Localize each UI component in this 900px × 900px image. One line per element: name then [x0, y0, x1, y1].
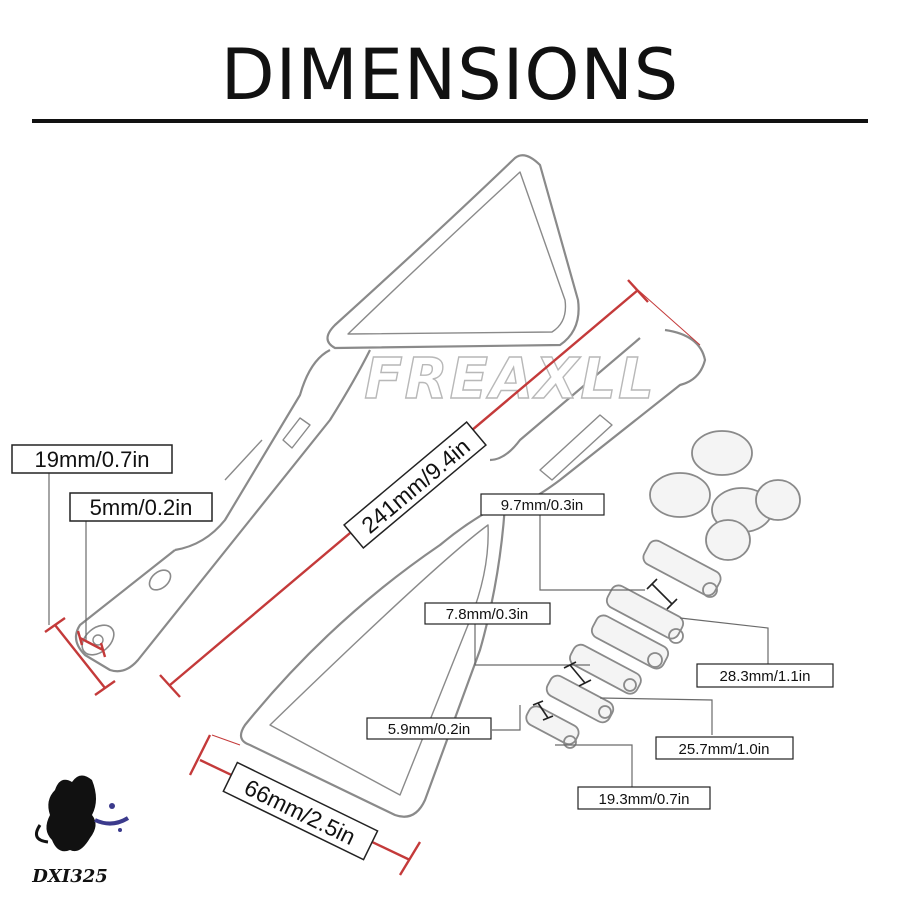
leader-bolt-large	[474, 622, 590, 666]
label-nut-diameter: 9.7mm/0.3in	[480, 493, 605, 516]
label-bolt-28: 28.3mm/1.1in	[696, 663, 834, 688]
mirror-lower-slot	[539, 414, 613, 481]
bolt-head-6	[563, 735, 577, 749]
mirror-upper-slot	[282, 417, 311, 449]
dim-stem-diameter-tick-1	[44, 617, 66, 633]
svg-text:7.8mm/0.3in: 7.8mm/0.3in	[446, 606, 529, 623]
bolt-head-4	[623, 678, 637, 692]
dim-hole-diameter-tick-2	[99, 642, 107, 658]
mirror-upper-slot-2	[224, 439, 263, 481]
brand-watermark: FREAXLL	[364, 347, 656, 412]
label-overall-length: 241mm/9.4in	[343, 421, 487, 549]
leader-bolt-small	[492, 705, 521, 731]
svg-text:5mm/0.2in: 5mm/0.2in	[90, 495, 193, 520]
leader-bolt-28	[679, 617, 769, 668]
label-width: 66mm/2.5in	[222, 761, 379, 861]
leader-bolt-25	[599, 697, 713, 735]
svg-text:241mm/9.4in: 241mm/9.4in	[356, 433, 475, 538]
cap-1	[691, 430, 753, 476]
mirror-lower-stem-2	[489, 337, 641, 462]
nut-1	[755, 479, 801, 521]
mirror-lower-head	[239, 503, 507, 818]
leader-lines	[48, 473, 769, 787]
cap-2	[649, 472, 711, 518]
mirror-upper-end-cap	[81, 624, 115, 656]
svg-text:19.3mm/0.7in: 19.3mm/0.7in	[599, 791, 690, 808]
label-bolt-19: 19.3mm/0.7in	[577, 786, 711, 810]
svg-text:66mm/2.5in: 66mm/2.5in	[240, 774, 359, 850]
dim-width-tick-1	[188, 734, 212, 776]
svg-text:25.7mm/1.0in: 25.7mm/1.0in	[679, 741, 770, 758]
bolt-head-1	[702, 582, 718, 598]
svg-text:5.9mm/0.2in: 5.9mm/0.2in	[388, 721, 471, 738]
label-stem-diameter: 19mm/0.7in	[11, 444, 173, 474]
label-bolt-small: 5.9mm/0.2in	[366, 717, 492, 740]
logo-text: DXI325	[31, 866, 108, 887]
mirror-upper-head-inner	[347, 171, 567, 335]
svg-text:19mm/0.7in: 19mm/0.7in	[35, 447, 150, 472]
mirror-upper-arm	[174, 349, 331, 552]
leader-nut-diameter	[539, 515, 645, 591]
inline-dim-markers	[532, 578, 678, 721]
svg-text:28.3mm/1.1in: 28.3mm/1.1in	[720, 668, 811, 685]
bolt-1	[642, 539, 722, 597]
dim-stem-diameter-line	[54, 624, 106, 689]
mirror-upper-end-hole	[92, 634, 104, 646]
dim-hole-diameter-line	[79, 636, 104, 652]
label-bolt-large: 7.8mm/0.3in	[424, 602, 551, 625]
svg-text:9.7mm/0.3in: 9.7mm/0.3in	[501, 497, 584, 514]
dim-overall-length-tick-2	[627, 279, 649, 303]
dim-overall-length-tick-1	[159, 674, 181, 698]
bolt-head-2	[668, 628, 684, 644]
dim-stem-diameter-tick-2	[94, 680, 116, 696]
bolt-head-3	[647, 652, 663, 668]
label-hole-diameter: 5mm/0.2in	[69, 492, 213, 522]
page-title: DIMENSIONS	[220, 34, 680, 116]
mirror-upper-stem	[74, 519, 251, 673]
mirror-lower-head-inner	[269, 524, 489, 796]
mirror-upper-hole	[148, 569, 172, 591]
dim-hole-diameter-tick-1	[76, 630, 84, 646]
hardware-kit	[525, 430, 801, 749]
bolt-head-5	[598, 705, 612, 719]
dim-width-tick-2	[398, 841, 422, 876]
nut-2	[705, 519, 751, 561]
label-bolt-25: 25.7mm/1.0in	[655, 736, 794, 760]
mirror-upper	[74, 154, 580, 673]
bolt-4	[569, 643, 642, 695]
leader-bolt-19	[555, 744, 633, 787]
dim-width-ext	[211, 734, 241, 746]
title-underline	[32, 119, 868, 123]
bolt-6	[525, 705, 580, 746]
dim-overall-length-ext	[637, 289, 701, 346]
mirror-upper-head	[326, 154, 580, 350]
brand-logo: DXI325	[31, 775, 130, 887]
mirror-upper-arm-2	[249, 349, 371, 521]
